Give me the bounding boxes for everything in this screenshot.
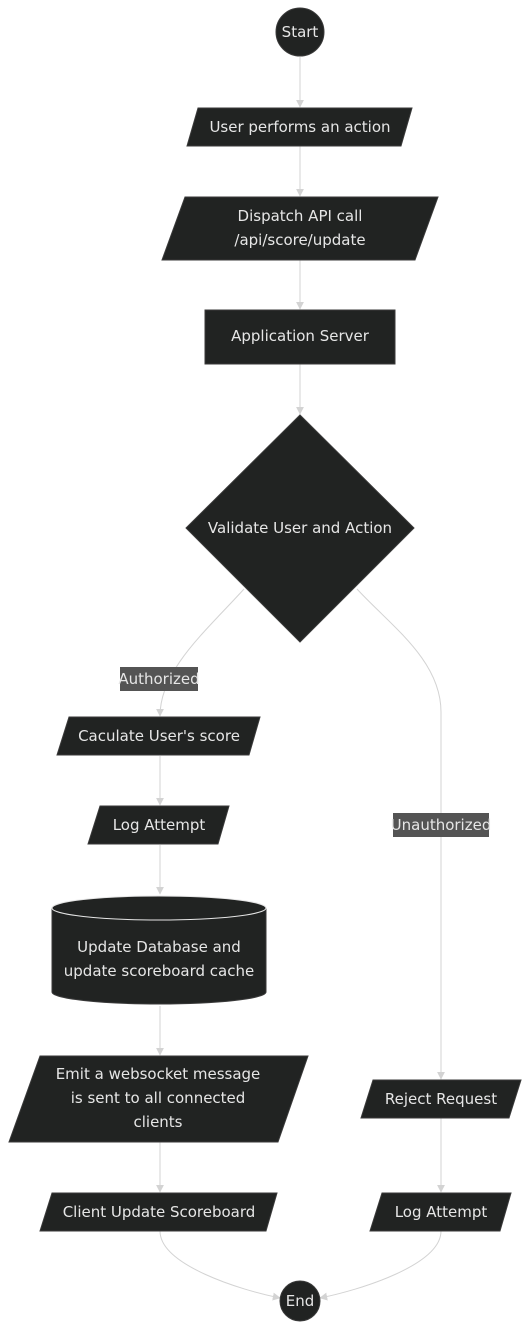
node-log-left: Log Attempt: [87, 805, 230, 845]
node-user-action-text: User performs an action: [209, 118, 390, 136]
edge-validate-to-calculate: [156, 588, 245, 717]
edge-label-unauthorized-text: Unauthorized: [391, 816, 492, 834]
node-reject: Reject Request: [360, 1079, 522, 1119]
node-app-server: Application Server: [204, 309, 396, 365]
node-dispatch-text-line1: Dispatch API call: [238, 207, 363, 225]
edges: [156, 57, 445, 1301]
edge-label-unauthorized: Unauthorized: [391, 813, 492, 837]
node-app-server-text: Application Server: [231, 327, 370, 345]
node-log-right: Log Attempt: [369, 1192, 512, 1232]
edge-log-to-end: [319, 1230, 442, 1301]
node-dispatch-text-line2: /api/score/update: [234, 231, 365, 249]
node-end-text: End: [286, 1292, 315, 1310]
node-emit-text-line2: is sent to all connected: [71, 1089, 246, 1107]
node-database-text-line1: Update Database and: [77, 938, 241, 956]
node-end: End: [279, 1280, 321, 1322]
node-calculate: Caculate User's score: [56, 716, 261, 756]
node-log-right-text: Log Attempt: [395, 1203, 488, 1221]
node-emit-text-line1: Emit a websocket message: [56, 1065, 261, 1083]
node-dispatch: Dispatch API call /api/score/update: [161, 196, 439, 261]
node-emit-text-line3: clients: [133, 1113, 182, 1131]
node-database-text-line2: update scoreboard cache: [64, 962, 254, 980]
edge-label-authorized: Authorized: [118, 667, 200, 691]
node-calculate-text: Caculate User's score: [78, 727, 240, 745]
node-validate-text: Validate User and Action: [208, 519, 392, 537]
node-database: Update Database and update scoreboard ca…: [51, 895, 267, 1005]
edge-client-to-end: [159, 1230, 281, 1301]
edge-label-authorized-text: Authorized: [118, 670, 199, 688]
node-log-left-text: Log Attempt: [113, 816, 206, 834]
node-start: Start: [275, 7, 325, 57]
node-reject-text: Reject Request: [385, 1090, 497, 1108]
node-start-text: Start: [282, 23, 319, 41]
node-emit: Emit a websocket message is sent to all …: [8, 1055, 309, 1143]
node-validate: Validate User and Action: [185, 414, 415, 643]
node-client-update-text: Client Update Scoreboard: [63, 1203, 256, 1221]
node-client-update: Client Update Scoreboard: [39, 1192, 278, 1232]
edge-validate-to-reject: [356, 588, 445, 1080]
node-user-action: User performs an action: [186, 107, 413, 147]
